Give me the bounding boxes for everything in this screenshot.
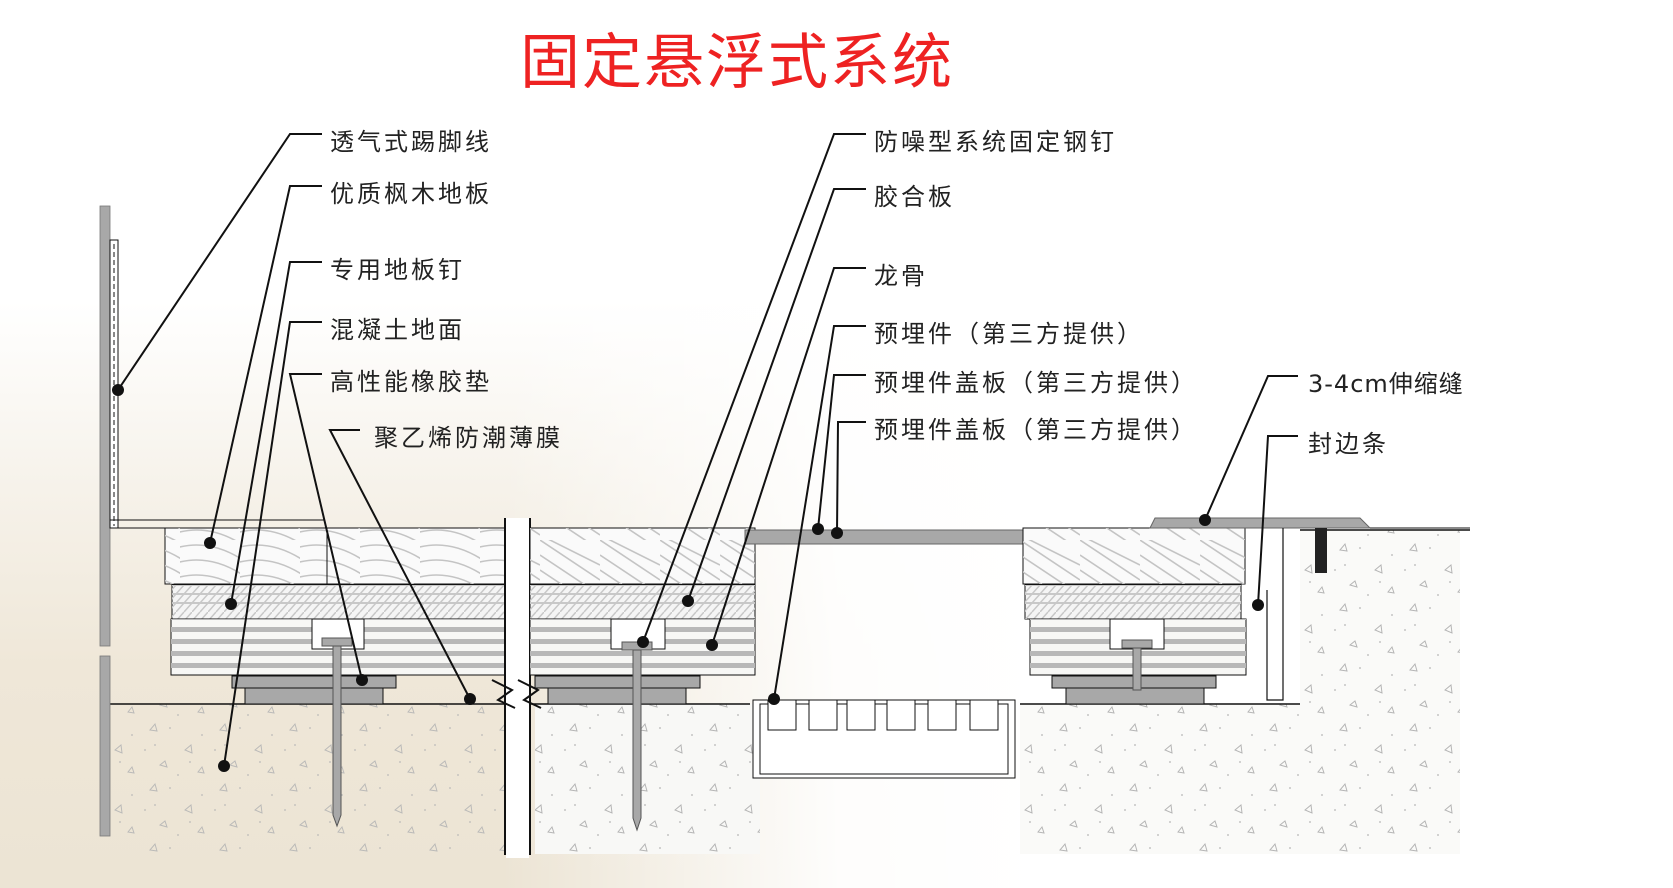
label-joist: 龙骨 bbox=[874, 262, 928, 290]
label-rubber-pad: 高性能橡胶垫 bbox=[330, 368, 492, 396]
label-concrete: 混凝土地面 bbox=[330, 316, 465, 344]
floor-assembly-left bbox=[164, 527, 511, 828]
label-edge-strip: 封边条 bbox=[1308, 430, 1389, 458]
label-expansion-joint: 3-4cm伸缩缝 bbox=[1308, 370, 1464, 398]
embedded-part bbox=[744, 529, 1026, 779]
leader-dots bbox=[112, 384, 1264, 772]
label-plywood: 胶合板 bbox=[874, 183, 955, 211]
floor-assembly-right bbox=[1022, 517, 1470, 705]
label-embedded-part: 预埋件（第三方提供） bbox=[874, 320, 1144, 348]
label-baseboard: 透气式踢脚线 bbox=[330, 128, 492, 156]
diagram-title: 固定悬浮式系统 bbox=[520, 28, 954, 98]
label-embedded-cover-2: 预埋件盖板（第三方提供） bbox=[874, 416, 1198, 444]
label-maple-floor: 优质枫木地板 bbox=[330, 180, 492, 208]
label-floor-nail: 专用地板钉 bbox=[330, 256, 465, 284]
label-steel-nail: 防噪型系统固定钢钉 bbox=[874, 128, 1117, 156]
concrete-floor bbox=[110, 529, 1470, 854]
label-embedded-cover-1: 预埋件盖板（第三方提供） bbox=[874, 369, 1198, 397]
label-pe-film: 聚乙烯防潮薄膜 bbox=[374, 424, 563, 452]
leader-lines bbox=[117, 133, 1298, 767]
